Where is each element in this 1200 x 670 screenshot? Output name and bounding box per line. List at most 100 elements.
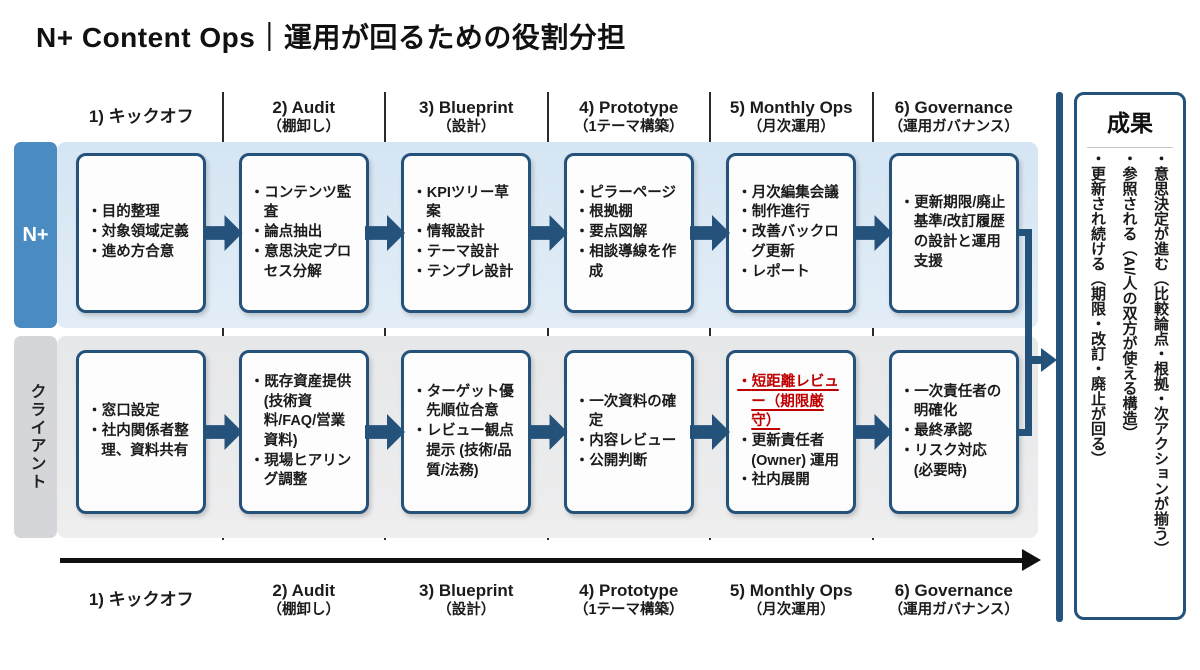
connector-arrow-head-icon bbox=[1041, 348, 1057, 372]
goal-divider-bar bbox=[1056, 92, 1063, 622]
stage-label-line2: （棚卸し） bbox=[267, 119, 341, 136]
box-cell: ターゲット優先順位合意レビュー観点提示 (技術/品質/法務) bbox=[385, 350, 548, 514]
task-item: 更新責任者 (Owner) 運用 bbox=[737, 432, 845, 471]
task-item: 最終承認 bbox=[900, 422, 1008, 442]
task-box-lane1-stage2: 既存資産提供 (技術資料/FAQ/営業資料)現場ヒアリング調整 bbox=[238, 350, 369, 514]
task-item: 一次責任者の明確化 bbox=[900, 383, 1008, 422]
task-box-lane0-stage4: ピラーページ根拠棚要点図解相談導線を作成 bbox=[563, 153, 694, 313]
box-cell: ピラーページ根拠棚要点図解相談導線を作成 bbox=[548, 153, 711, 313]
outcome-item: 意思決定が進む（比較論点・根拠・次アクションが揃う） bbox=[1145, 151, 1177, 610]
task-item: 制作進行 bbox=[737, 203, 845, 223]
task-list: KPIツリー草案情報設計テーマ設計テンプレ設計 bbox=[412, 184, 520, 283]
task-item: 内容レビュー bbox=[575, 432, 683, 452]
task-item: 相談導線を作成 bbox=[575, 243, 683, 282]
task-box-lane1-stage3: ターゲット優先順位合意レビュー観点提示 (技術/品質/法務) bbox=[401, 350, 532, 514]
stage-label-line2: （月次運用） bbox=[747, 119, 835, 136]
task-list: 既存資産提供 (技術資料/FAQ/営業資料)現場ヒアリング調整 bbox=[250, 373, 358, 491]
task-item: 対象領域定義 bbox=[87, 223, 189, 243]
task-item: リスク対応 (必要時) bbox=[900, 442, 1008, 481]
stage-label-2: 2) Audit（棚卸し） bbox=[223, 576, 386, 624]
task-item: 社内関係者整理、資料共有 bbox=[87, 422, 195, 461]
box-cell: 月次編集会議制作進行改善バックログ更新レポート bbox=[710, 153, 873, 313]
stage-label-line2: （設計） bbox=[437, 119, 496, 136]
stage-label-line2: （設計） bbox=[437, 602, 496, 619]
box-cell: 更新期限/廃止基準/改訂履歴の設計と運用支援 bbox=[873, 153, 1036, 313]
outcome-item: 更新され続ける（期限・改訂・廃止が回る） bbox=[1082, 151, 1114, 610]
stage-label-line1: 3) Blueprint bbox=[419, 97, 514, 117]
page-title: N+ Content Ops｜運用が回るための役割分担 bbox=[36, 22, 626, 53]
outcome-item: 参照される（AI/人の双方が使える構造） bbox=[1113, 151, 1145, 610]
stage-label-line2: （月次運用） bbox=[747, 602, 835, 619]
task-box-lane0-stage3: KPIツリー草案情報設計テーマ設計テンプレ設計 bbox=[401, 153, 532, 313]
task-box-lane1-stage4: 一次資料の確定内容レビュー公開判断 bbox=[563, 350, 694, 514]
stage-label-5: 5) Monthly Ops （月次運用） bbox=[710, 576, 873, 624]
task-item: 情報設計 bbox=[412, 223, 520, 243]
box-cell: 既存資産提供 (技術資料/FAQ/営業資料)現場ヒアリング調整 bbox=[223, 350, 386, 514]
task-box-lane0-stage6: 更新期限/廃止基準/改訂履歴の設計と運用支援 bbox=[888, 153, 1019, 313]
task-list: 短距離レビュー（期限厳守）更新責任者 (Owner) 運用社内展開 bbox=[737, 373, 845, 491]
task-list: 一次資料の確定内容レビュー公開判断 bbox=[575, 393, 683, 472]
task-item: 根拠棚 bbox=[575, 203, 683, 223]
task-list: 更新期限/廃止基準/改訂履歴の設計と運用支援 bbox=[900, 194, 1008, 273]
task-item: 改善バックログ更新 bbox=[737, 223, 845, 262]
stage-label-line1: 4) Prototype bbox=[579, 580, 679, 600]
task-box-lane0-stage1: 目的整理対象領域定義進め方合意 bbox=[76, 153, 207, 313]
stage-label-line2: （運用ガバナンス） bbox=[888, 602, 1019, 619]
stage-label-6: 6) Governance（運用ガバナンス） bbox=[873, 90, 1036, 144]
task-item: 月次編集会議 bbox=[737, 184, 845, 204]
task-item: ターゲット優先順位合意 bbox=[412, 383, 520, 422]
box-cell: 一次責任者の明確化最終承認リスク対応 (必要時) bbox=[873, 350, 1036, 514]
box-cell: 短距離レビュー（期限厳守）更新責任者 (Owner) 運用社内展開 bbox=[710, 350, 873, 514]
connector-client-governance bbox=[1017, 429, 1032, 436]
task-list: 目的整理対象領域定義進め方合意 bbox=[87, 203, 189, 262]
stage-label-line1: 1) キックオフ bbox=[88, 107, 194, 127]
task-list: コンテンツ監査論点抽出意思決定プロセス分解 bbox=[250, 184, 358, 283]
task-item: 社内展開 bbox=[737, 471, 845, 491]
task-item: 目的整理 bbox=[87, 203, 189, 223]
lane-label-np: N+ bbox=[14, 142, 57, 328]
outcome-title: 成果 bbox=[1107, 110, 1153, 136]
task-list: 窓口設定社内関係者整理、資料共有 bbox=[87, 402, 195, 461]
stage-label-4: 4) Prototype （1テーマ構築） bbox=[548, 90, 711, 144]
task-box-lane0-stage2: コンテンツ監査論点抽出意思決定プロセス分解 bbox=[238, 153, 369, 313]
task-item: レビュー観点提示 (技術/品質/法務) bbox=[412, 422, 520, 481]
lane-label-client: クライアント bbox=[14, 336, 57, 538]
outcome-divider bbox=[1087, 147, 1173, 148]
stage-label-1: 1) キックオフ bbox=[60, 576, 223, 624]
stage-label-3: 3) Blueprint （設計） bbox=[385, 90, 548, 144]
box-cell: 窓口設定社内関係者整理、資料共有 bbox=[60, 350, 223, 514]
task-item: 現場ヒアリング調整 bbox=[250, 452, 358, 491]
stage-label-5: 5) Monthly Ops（月次運用） bbox=[710, 90, 873, 144]
stage-label-line2: （1テーマ構築） bbox=[573, 119, 684, 136]
task-box-lane1-stage6: 一次責任者の明確化最終承認リスク対応 (必要時) bbox=[888, 350, 1019, 514]
task-item: テンプレ設計 bbox=[412, 263, 520, 283]
outcome-list: 意思決定が進む（比較論点・根拠・次アクションが揃う）参照される（AI/人の双方が… bbox=[1080, 151, 1176, 610]
task-item: 進め方合意 bbox=[87, 243, 189, 263]
box-cell: KPIツリー草案情報設計テーマ設計テンプレ設計 bbox=[385, 153, 548, 313]
timeline-arrow-head-icon bbox=[1022, 549, 1041, 571]
task-item-highlighted: 短距離レビュー（期限厳守） bbox=[737, 373, 845, 432]
task-item: 一次資料の確定 bbox=[575, 393, 683, 432]
connector-np-governance bbox=[1017, 229, 1032, 236]
task-box-lane0-stage5: 月次編集会議制作進行改善バックログ更新レポート bbox=[726, 153, 857, 313]
task-item: 意思決定プロセス分解 bbox=[250, 243, 358, 282]
timeline-arrow bbox=[60, 558, 1022, 563]
stage-label-line2: （運用ガバナンス） bbox=[888, 119, 1019, 136]
stage-label-2: 2) Audit （棚卸し） bbox=[223, 90, 386, 144]
task-item: テーマ設計 bbox=[412, 243, 520, 263]
task-item: レポート bbox=[737, 263, 845, 283]
stage-label-line1: 2) Audit bbox=[272, 97, 336, 117]
stage-label-line1: 4) Prototype bbox=[579, 97, 679, 117]
task-list: 月次編集会議制作進行改善バックログ更新レポート bbox=[737, 184, 845, 283]
task-item: 既存資産提供 (技術資料/FAQ/営業資料) bbox=[250, 373, 358, 452]
outcome-panel: 成果 意思決定が進む（比較論点・根拠・次アクションが揃う）参照される（AI/人の… bbox=[1074, 92, 1186, 620]
stage-label-6: 6) Governance（運用ガバナンス） bbox=[873, 576, 1036, 624]
task-item: 公開判断 bbox=[575, 452, 683, 472]
task-item: 更新期限/廃止基準/改訂履歴の設計と運用支援 bbox=[900, 194, 1008, 273]
stage-label-1: 1) キックオフ bbox=[60, 90, 223, 144]
stage-label-line1: 5) Monthly Ops bbox=[729, 580, 853, 600]
stage-label-line1: 2) Audit bbox=[272, 580, 336, 600]
stage-label-line1: 3) Blueprint bbox=[419, 580, 514, 600]
task-item: ピラーページ bbox=[575, 184, 683, 204]
